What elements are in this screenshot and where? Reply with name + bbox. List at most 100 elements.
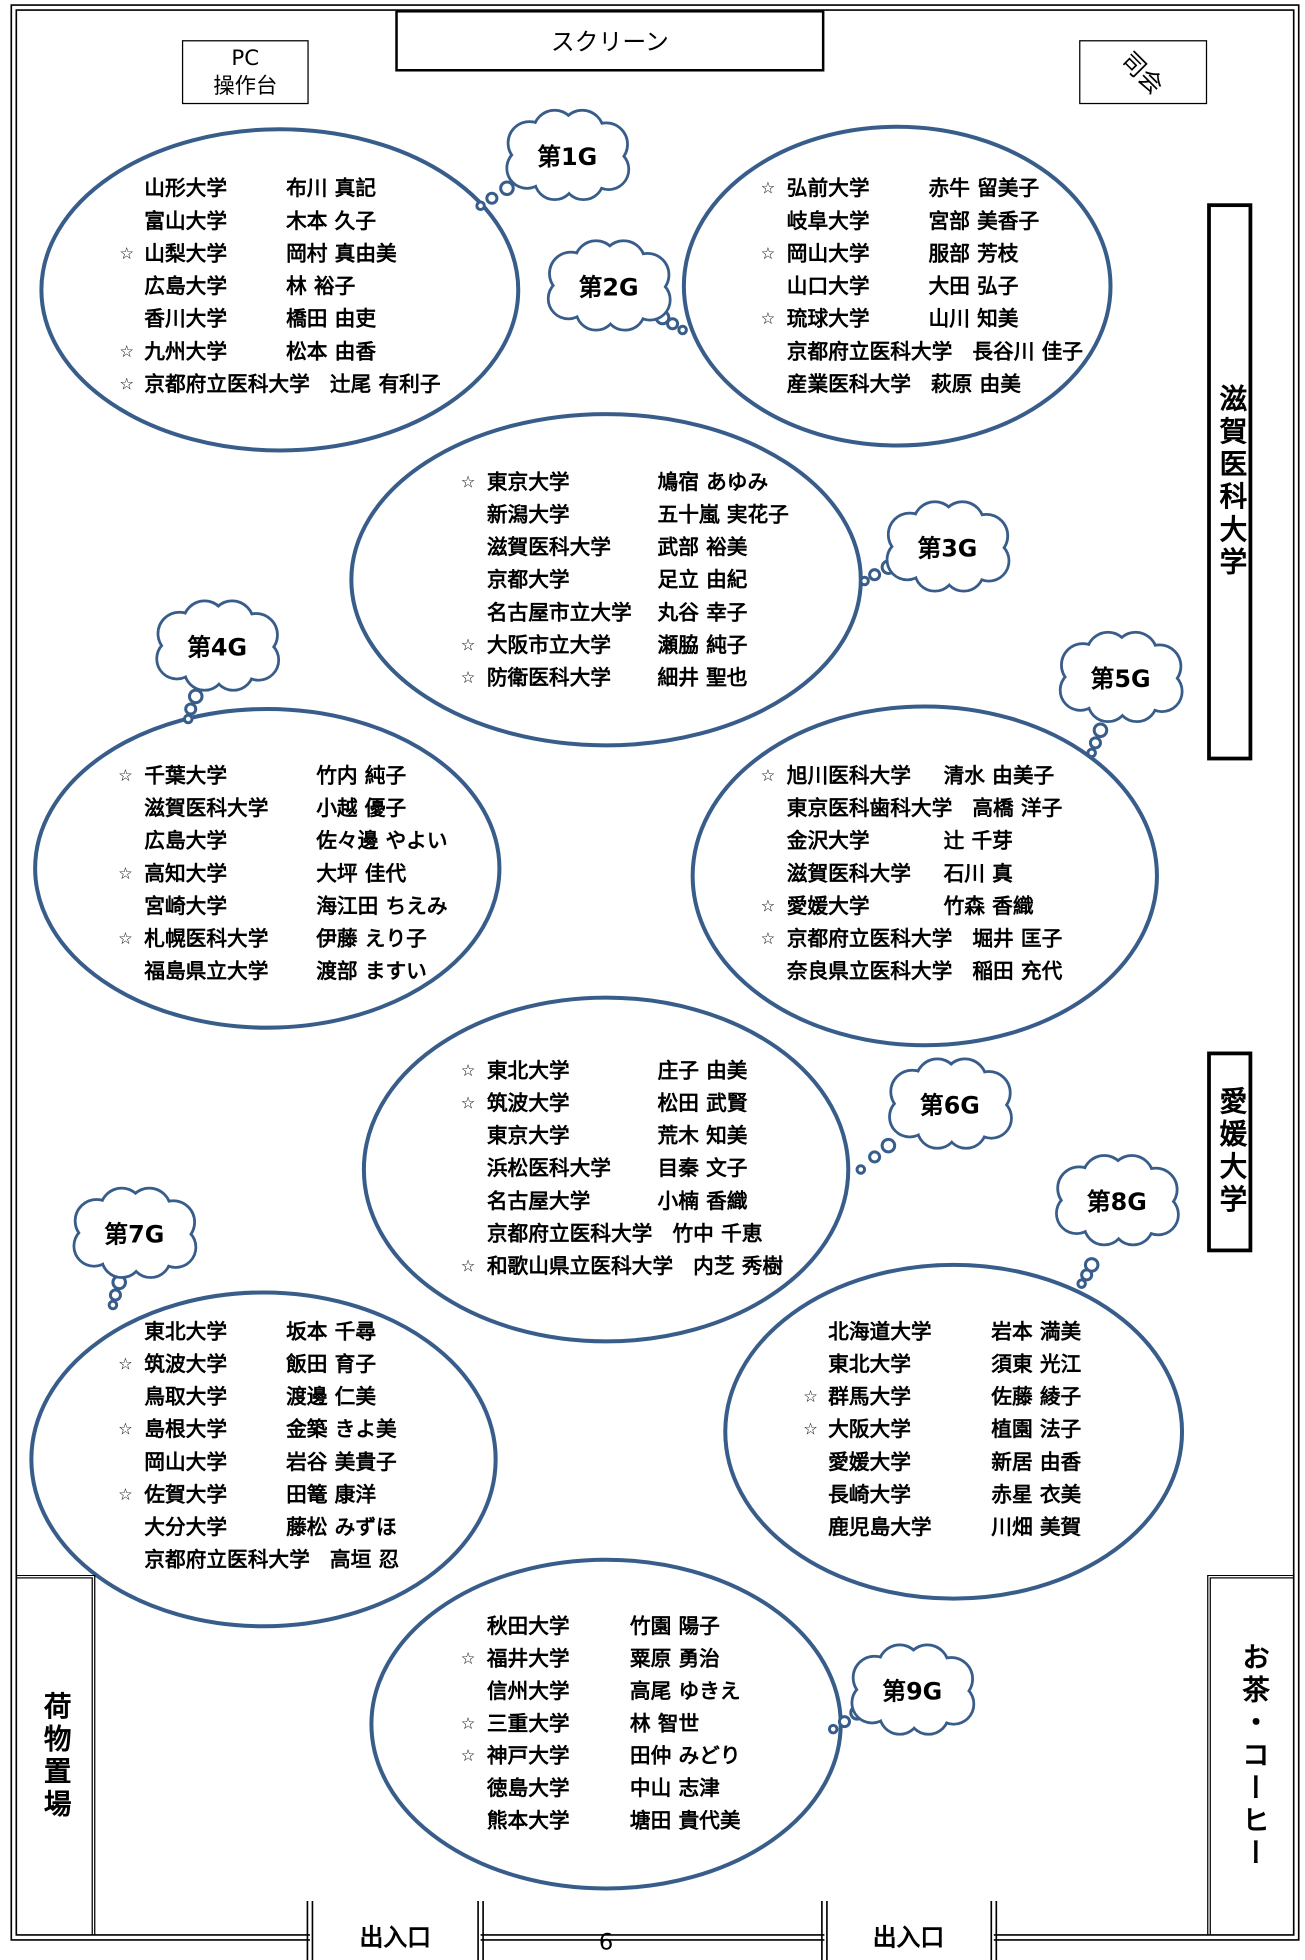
university-name: 滋賀医科大学: [487, 535, 611, 559]
university-name: 福島県立大学: [143, 959, 268, 983]
star-mark: ☆: [803, 1420, 818, 1439]
university-name: 島根大学: [144, 1417, 227, 1441]
person-name: 細井 聖也: [658, 666, 748, 690]
university-name: 京都府立医科大学: [144, 1548, 310, 1572]
member-row: ☆防衛医科大学細井 聖也: [461, 666, 748, 690]
group-label-bubble: 第7G: [72, 1186, 198, 1279]
person-name: 木本 久子: [285, 209, 376, 233]
person-name: 竹中 千恵: [671, 1221, 762, 1245]
bubble-lobe-fill: [75, 1227, 113, 1265]
side-seat-ehime: 愛媛大学: [1207, 1051, 1253, 1253]
group-label: 第9G: [882, 1677, 942, 1705]
member-row: ☆札幌医科大学伊藤 えり子: [118, 927, 427, 951]
university-name: 奈良県立医科大学: [786, 959, 953, 983]
member-row: 山口大学大田 弘子: [787, 274, 1019, 298]
member-row: ☆神戸大学田仲 みどり: [461, 1744, 741, 1768]
person-name: 辻尾 有利子: [330, 372, 441, 396]
person-name: 竹森 香織: [943, 894, 1034, 918]
member-row: ☆山梨大学岡村 真由美: [119, 241, 397, 265]
university-name: 岡山大学: [787, 241, 870, 265]
person-name: 足立 由紀: [658, 568, 748, 592]
star-mark: ☆: [118, 1354, 133, 1373]
member-row: 産業医科大学萩原 由美: [787, 372, 1021, 396]
person-name: 服部 芳枝: [929, 241, 1019, 265]
person-name: 伊藤 えり子: [315, 927, 427, 951]
bubble-trail-dot: [868, 1150, 882, 1164]
member-row: 新潟大学五十嵐 実花子: [487, 502, 789, 526]
member-row: 鹿児島大学川畑 美賀: [828, 1515, 1081, 1539]
bubble-lobe-fill: [1061, 671, 1100, 709]
star-mark: ☆: [761, 766, 776, 785]
member-row: 信州大学高尾 ゆきえ: [487, 1679, 741, 1703]
tea-coffee-label: お茶・コーヒー: [1237, 1642, 1269, 1871]
bubble-lobe-fill: [158, 639, 196, 678]
group-label-bubble: 第3G: [885, 500, 1011, 593]
group-table-ellipse: [690, 704, 1159, 1048]
person-name: 粟原 勇治: [629, 1647, 720, 1671]
university-name: 山口大学: [787, 274, 870, 298]
university-name: 千葉大学: [144, 763, 227, 787]
bubble-lobe-fill: [919, 519, 975, 575]
university-name: 愛媛大学: [828, 1450, 911, 1474]
person-name: 堀井 匡子: [972, 927, 1062, 951]
group-label-bubble: 第4G: [155, 599, 281, 692]
star-mark: ☆: [461, 1746, 476, 1765]
group-9: 第9G秋田大学竹園 陽子☆福井大学粟原 勇治信州大学高尾 ゆきえ☆三重大学林 智…: [369, 1557, 976, 1891]
person-name: 五十嵐 実花子: [658, 502, 790, 526]
luggage-area: 荷物置場: [16, 1574, 96, 1935]
person-name: 石川 真: [943, 861, 1014, 885]
university-name: 東京医科歯科大学: [787, 796, 953, 820]
group-tables: 第1G山形大学布川 真記富山大学木本 久子☆山梨大学岡村 真由美広島大学林 裕子…: [29, 108, 1185, 1891]
member-row: ☆京都府立医科大学辻尾 有利子: [119, 372, 440, 396]
university-name: 東北大学: [828, 1352, 911, 1376]
person-name: 長谷川 佳子: [972, 339, 1083, 363]
university-name: 大分大学: [144, 1515, 227, 1539]
person-name: 小楠 香織: [658, 1189, 748, 1213]
member-row: 東京大学荒木 知美: [487, 1124, 748, 1148]
group-5: 第5G☆旭川医科大学清水 由美子東京医科歯科大学高橋 洋子金沢大学辻 千芽滋賀医…: [690, 630, 1184, 1048]
person-name: 武部 裕美: [658, 535, 748, 559]
member-row: ☆琉球大学山川 知美: [761, 307, 1019, 331]
person-name: 小越 優子: [316, 796, 406, 820]
member-row: ☆東京大学鳩宿 あゆみ: [461, 470, 769, 494]
entrance-left-label: 出入口: [359, 1924, 432, 1952]
group-label: 第5G: [1091, 665, 1151, 693]
person-name: 庄子 由美: [658, 1058, 748, 1082]
screen-label: スクリーン: [550, 28, 669, 57]
person-name: 布川 真記: [286, 176, 376, 200]
group-8: 第8G北海道大学岩本 満美東北大学須東 光江☆群馬大学佐藤 綾子☆大阪大学植園 …: [723, 1154, 1185, 1601]
person-name: 佐々邊 やよい: [315, 829, 447, 853]
entrance-right-door-posts: [821, 1901, 998, 1960]
star-mark: ☆: [461, 1714, 476, 1733]
bubble-trail-dot: [827, 1723, 839, 1735]
university-name: 名古屋市立大学: [487, 600, 632, 624]
member-row: ☆三重大学林 智世: [461, 1711, 700, 1735]
person-name: 藤松 みずほ: [285, 1515, 397, 1539]
star-mark: ☆: [761, 309, 776, 328]
university-name: 京都府立医科大学: [787, 339, 953, 363]
university-name: 群馬大学: [827, 1385, 911, 1409]
outer-wall-line: [10, 4, 1300, 1941]
group-1: 第1G山形大学布川 真記富山大学木本 久子☆山梨大学岡村 真由美広島大学林 裕子…: [39, 108, 631, 453]
person-name: 佐藤 綾子: [990, 1385, 1081, 1409]
bubble-lobe-fill: [884, 1662, 940, 1718]
bubble-trail-dot: [485, 191, 499, 205]
group-table-ellipse: [39, 127, 521, 453]
person-name: 松田 武賢: [658, 1091, 748, 1115]
person-name: 中山 志津: [630, 1776, 720, 1800]
university-name: 弘前大学: [787, 176, 870, 200]
university-name: 信州大学: [487, 1679, 570, 1703]
member-row: 広島大学林 裕子: [144, 274, 355, 298]
university-name: 岐阜大学: [787, 209, 870, 233]
bubble-trail-dot: [499, 180, 515, 197]
person-name: 内芝 秀樹: [693, 1254, 783, 1278]
group-label-bubble: 第8G: [1055, 1154, 1180, 1247]
bubble-lobe-fill: [890, 1097, 929, 1136]
university-name: 京都府立医科大学: [487, 1221, 653, 1245]
university-name: 秋田大学: [487, 1614, 570, 1638]
star-mark: ☆: [461, 1649, 476, 1668]
university-name: 名古屋大学: [487, 1189, 590, 1213]
person-name: 岩本 満美: [990, 1319, 1081, 1343]
pc-label: PC: [231, 45, 260, 71]
bubble-lobe-fill: [1089, 1173, 1145, 1229]
